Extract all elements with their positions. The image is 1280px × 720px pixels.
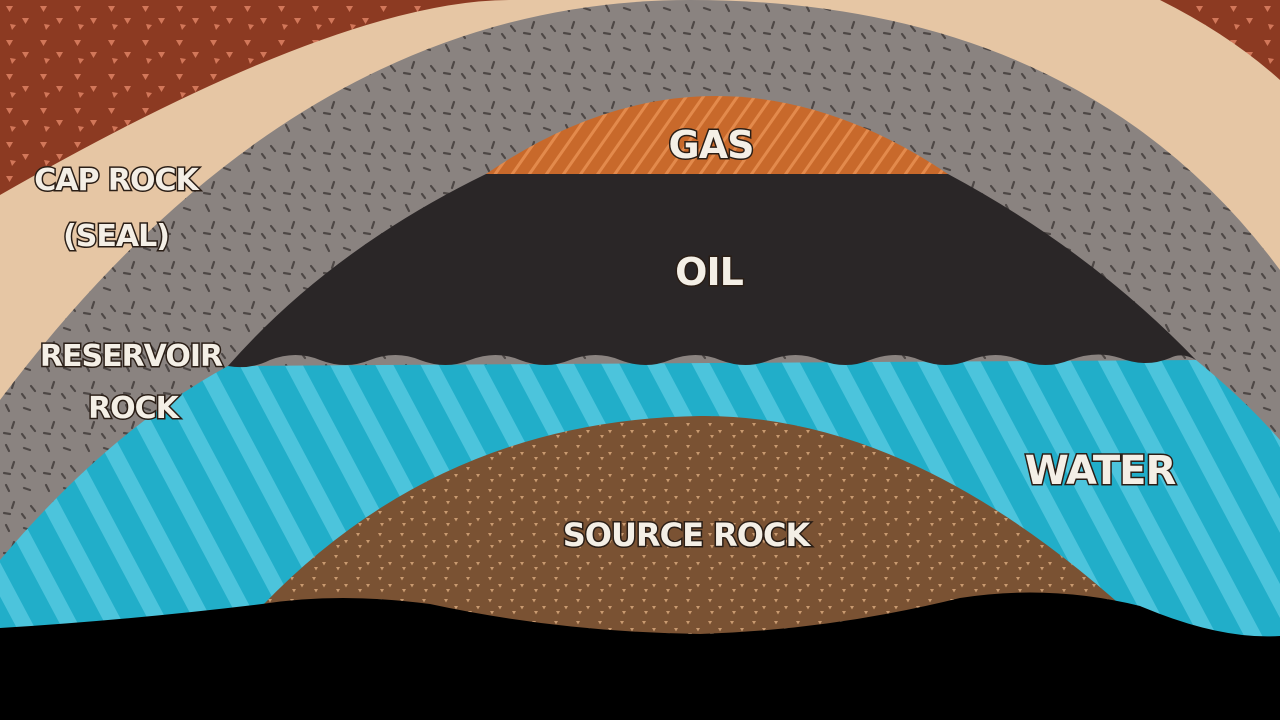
reservoir-rock-label: RESERVOIR bbox=[40, 339, 223, 374]
cap-rock-seal-label: (SEAL) bbox=[63, 219, 169, 254]
cap-rock-label: CAP ROCK bbox=[34, 163, 200, 198]
oil-label: OIL bbox=[675, 250, 743, 294]
gas-label: GAS bbox=[669, 123, 754, 167]
reservoir-rock-label-line2: ROCK bbox=[88, 391, 181, 426]
source-rock-label: SOURCE ROCK bbox=[563, 516, 812, 554]
water-label: WATER bbox=[1025, 448, 1176, 494]
